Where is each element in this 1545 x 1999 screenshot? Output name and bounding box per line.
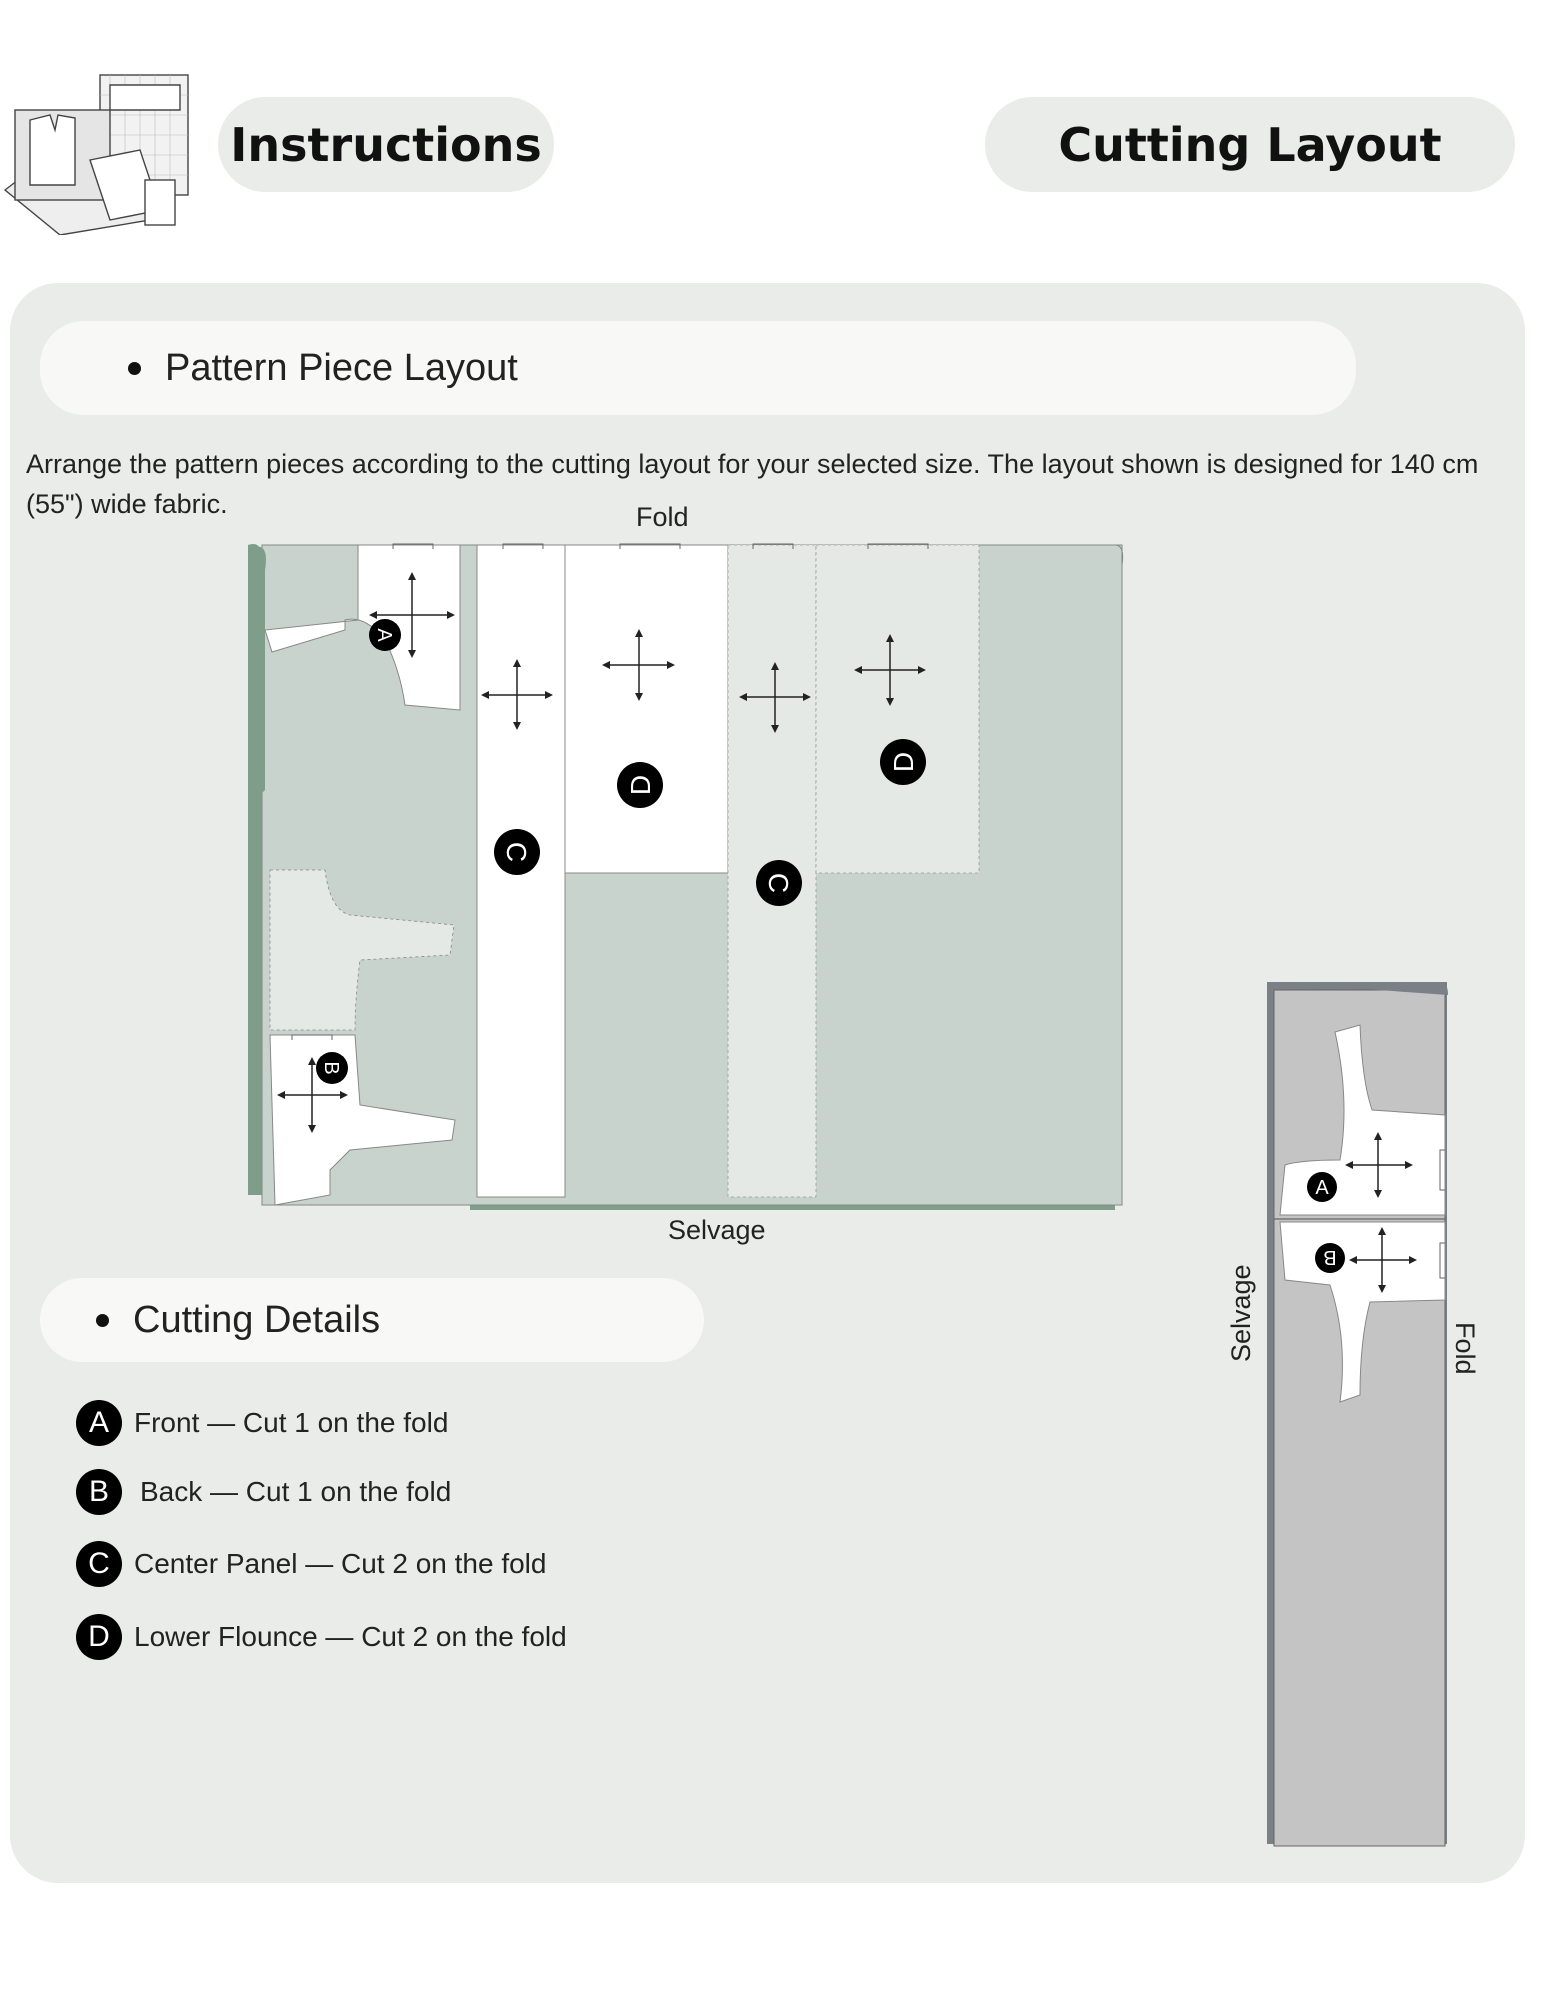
side-fold-label: Fold bbox=[1450, 1322, 1480, 1375]
badge-side-a-letter: A bbox=[1315, 1177, 1329, 1199]
badge-d-2 bbox=[880, 739, 926, 785]
piece-d-1 bbox=[564, 544, 729, 874]
bullet-icon bbox=[96, 1313, 109, 1327]
cutting-detail-text: Center Panel — Cut 2 on the fold bbox=[134, 1548, 547, 1579]
badge-c-1 bbox=[494, 829, 540, 875]
piece-b bbox=[269, 1034, 456, 1206]
badge-side-b-letter: B bbox=[1323, 1246, 1336, 1268]
section-title: Cutting Details bbox=[133, 1298, 381, 1341]
cutting-detail-item: A Front — Cut 1 on the fold bbox=[76, 1400, 448, 1446]
cutting-detail-text: Lower Flounce — Cut 2 on the fold bbox=[134, 1621, 567, 1652]
grainline-arrows bbox=[280, 575, 923, 1130]
cutting-detail-item: B Back — Cut 1 on the fold bbox=[76, 1469, 451, 1515]
cutting-detail-text: Back — Cut 1 on the fold bbox=[140, 1476, 452, 1507]
badge-b bbox=[316, 1052, 348, 1084]
letter-badge: B bbox=[76, 1469, 122, 1515]
bullet-icon bbox=[128, 361, 141, 375]
side-selvage-label: Selvage bbox=[1226, 1264, 1256, 1362]
badge-side-a bbox=[1307, 1172, 1337, 1202]
intro-text: Arrange the pattern pieces according to … bbox=[26, 449, 1479, 519]
section-title: Pattern Piece Layout bbox=[165, 346, 518, 389]
piece-d-2 bbox=[815, 544, 980, 874]
badge-d2-letter: D bbox=[888, 752, 919, 772]
badge-d-1 bbox=[617, 762, 663, 808]
piece-badges bbox=[316, 619, 1345, 1273]
badge-side-b bbox=[1315, 1243, 1345, 1273]
badge-b-letter: B bbox=[320, 1061, 342, 1074]
badge-a bbox=[369, 619, 401, 651]
cutting-detail-text: Front — Cut 1 on the fold bbox=[134, 1407, 449, 1438]
pattern-logo-icon bbox=[3, 74, 189, 235]
selvage-label: Selvage bbox=[668, 1215, 766, 1245]
instructions-tab[interactable]: Instructions bbox=[218, 97, 554, 192]
fold-label: Fold bbox=[636, 502, 689, 532]
cutting-detail-item: D Lower Flounce — Cut 2 on the fold bbox=[76, 1614, 567, 1660]
piece-b-shadow bbox=[269, 869, 455, 1031]
cutting-detail-item: C Center Panel — Cut 2 on the fold bbox=[76, 1541, 546, 1587]
badge-c1-letter: C bbox=[501, 842, 532, 862]
pattern-piece-layout-heading: Pattern Piece Layout bbox=[40, 321, 1356, 415]
badge-d1-letter: D bbox=[625, 775, 656, 795]
badge-a-letter: A bbox=[373, 628, 395, 642]
letter-badge: D bbox=[76, 1614, 122, 1660]
cutting-layout-tab[interactable]: Cutting Layout bbox=[985, 97, 1515, 192]
badge-c2-letter: C bbox=[763, 873, 794, 893]
side-piece-a bbox=[1279, 1024, 1446, 1216]
letter-badge: A bbox=[76, 1400, 122, 1446]
letter-badge: C bbox=[76, 1541, 122, 1587]
cutting-details-heading: Cutting Details bbox=[40, 1278, 704, 1362]
badge-c-2 bbox=[756, 860, 802, 906]
